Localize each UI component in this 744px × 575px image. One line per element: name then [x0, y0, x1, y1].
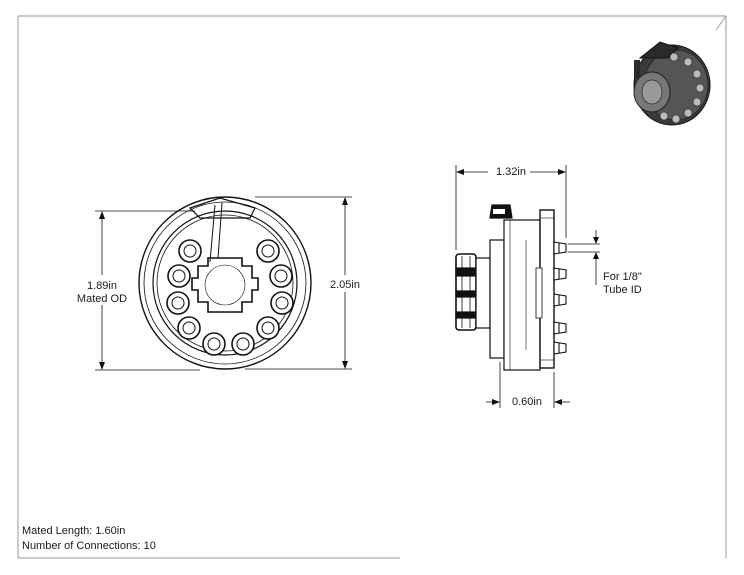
dim-overall-length [455, 165, 567, 250]
side-view [455, 204, 555, 371]
connections-note: Number of Connections: 10 [22, 540, 156, 552]
barb [553, 293, 567, 307]
port-ring [166, 239, 294, 356]
barb [553, 267, 567, 281]
port [270, 291, 294, 315]
dim-outer-diameter [245, 196, 352, 370]
port [202, 332, 226, 356]
dim-mated-od [95, 210, 200, 371]
port [231, 332, 255, 356]
tube-note-line1: For 1/8" [603, 271, 642, 283]
hose-barbs [553, 241, 567, 355]
mated-length-note: Mated Length: 1.60in [22, 525, 126, 537]
dim-flange-depth [486, 362, 570, 408]
tube-note-line2: Tube ID [603, 284, 642, 296]
port [256, 239, 280, 263]
mated-od-value: 1.89in [87, 280, 117, 292]
front-view [138, 196, 312, 370]
port [166, 291, 190, 315]
barb [553, 241, 567, 255]
port [178, 239, 202, 263]
port [256, 316, 280, 340]
isometric-preview [633, 41, 711, 126]
port [269, 264, 293, 288]
dim-tube-id [568, 230, 600, 285]
overall-length-value: 1.32in [496, 166, 526, 178]
outer-diameter-value: 2.05in [330, 279, 360, 291]
barb [553, 341, 567, 355]
mated-od-caption: Mated OD [77, 293, 127, 305]
sheet-border [17, 15, 727, 559]
barb [553, 321, 567, 335]
port [177, 316, 201, 340]
port [167, 264, 191, 288]
flange-depth-value: 0.60in [512, 396, 542, 408]
